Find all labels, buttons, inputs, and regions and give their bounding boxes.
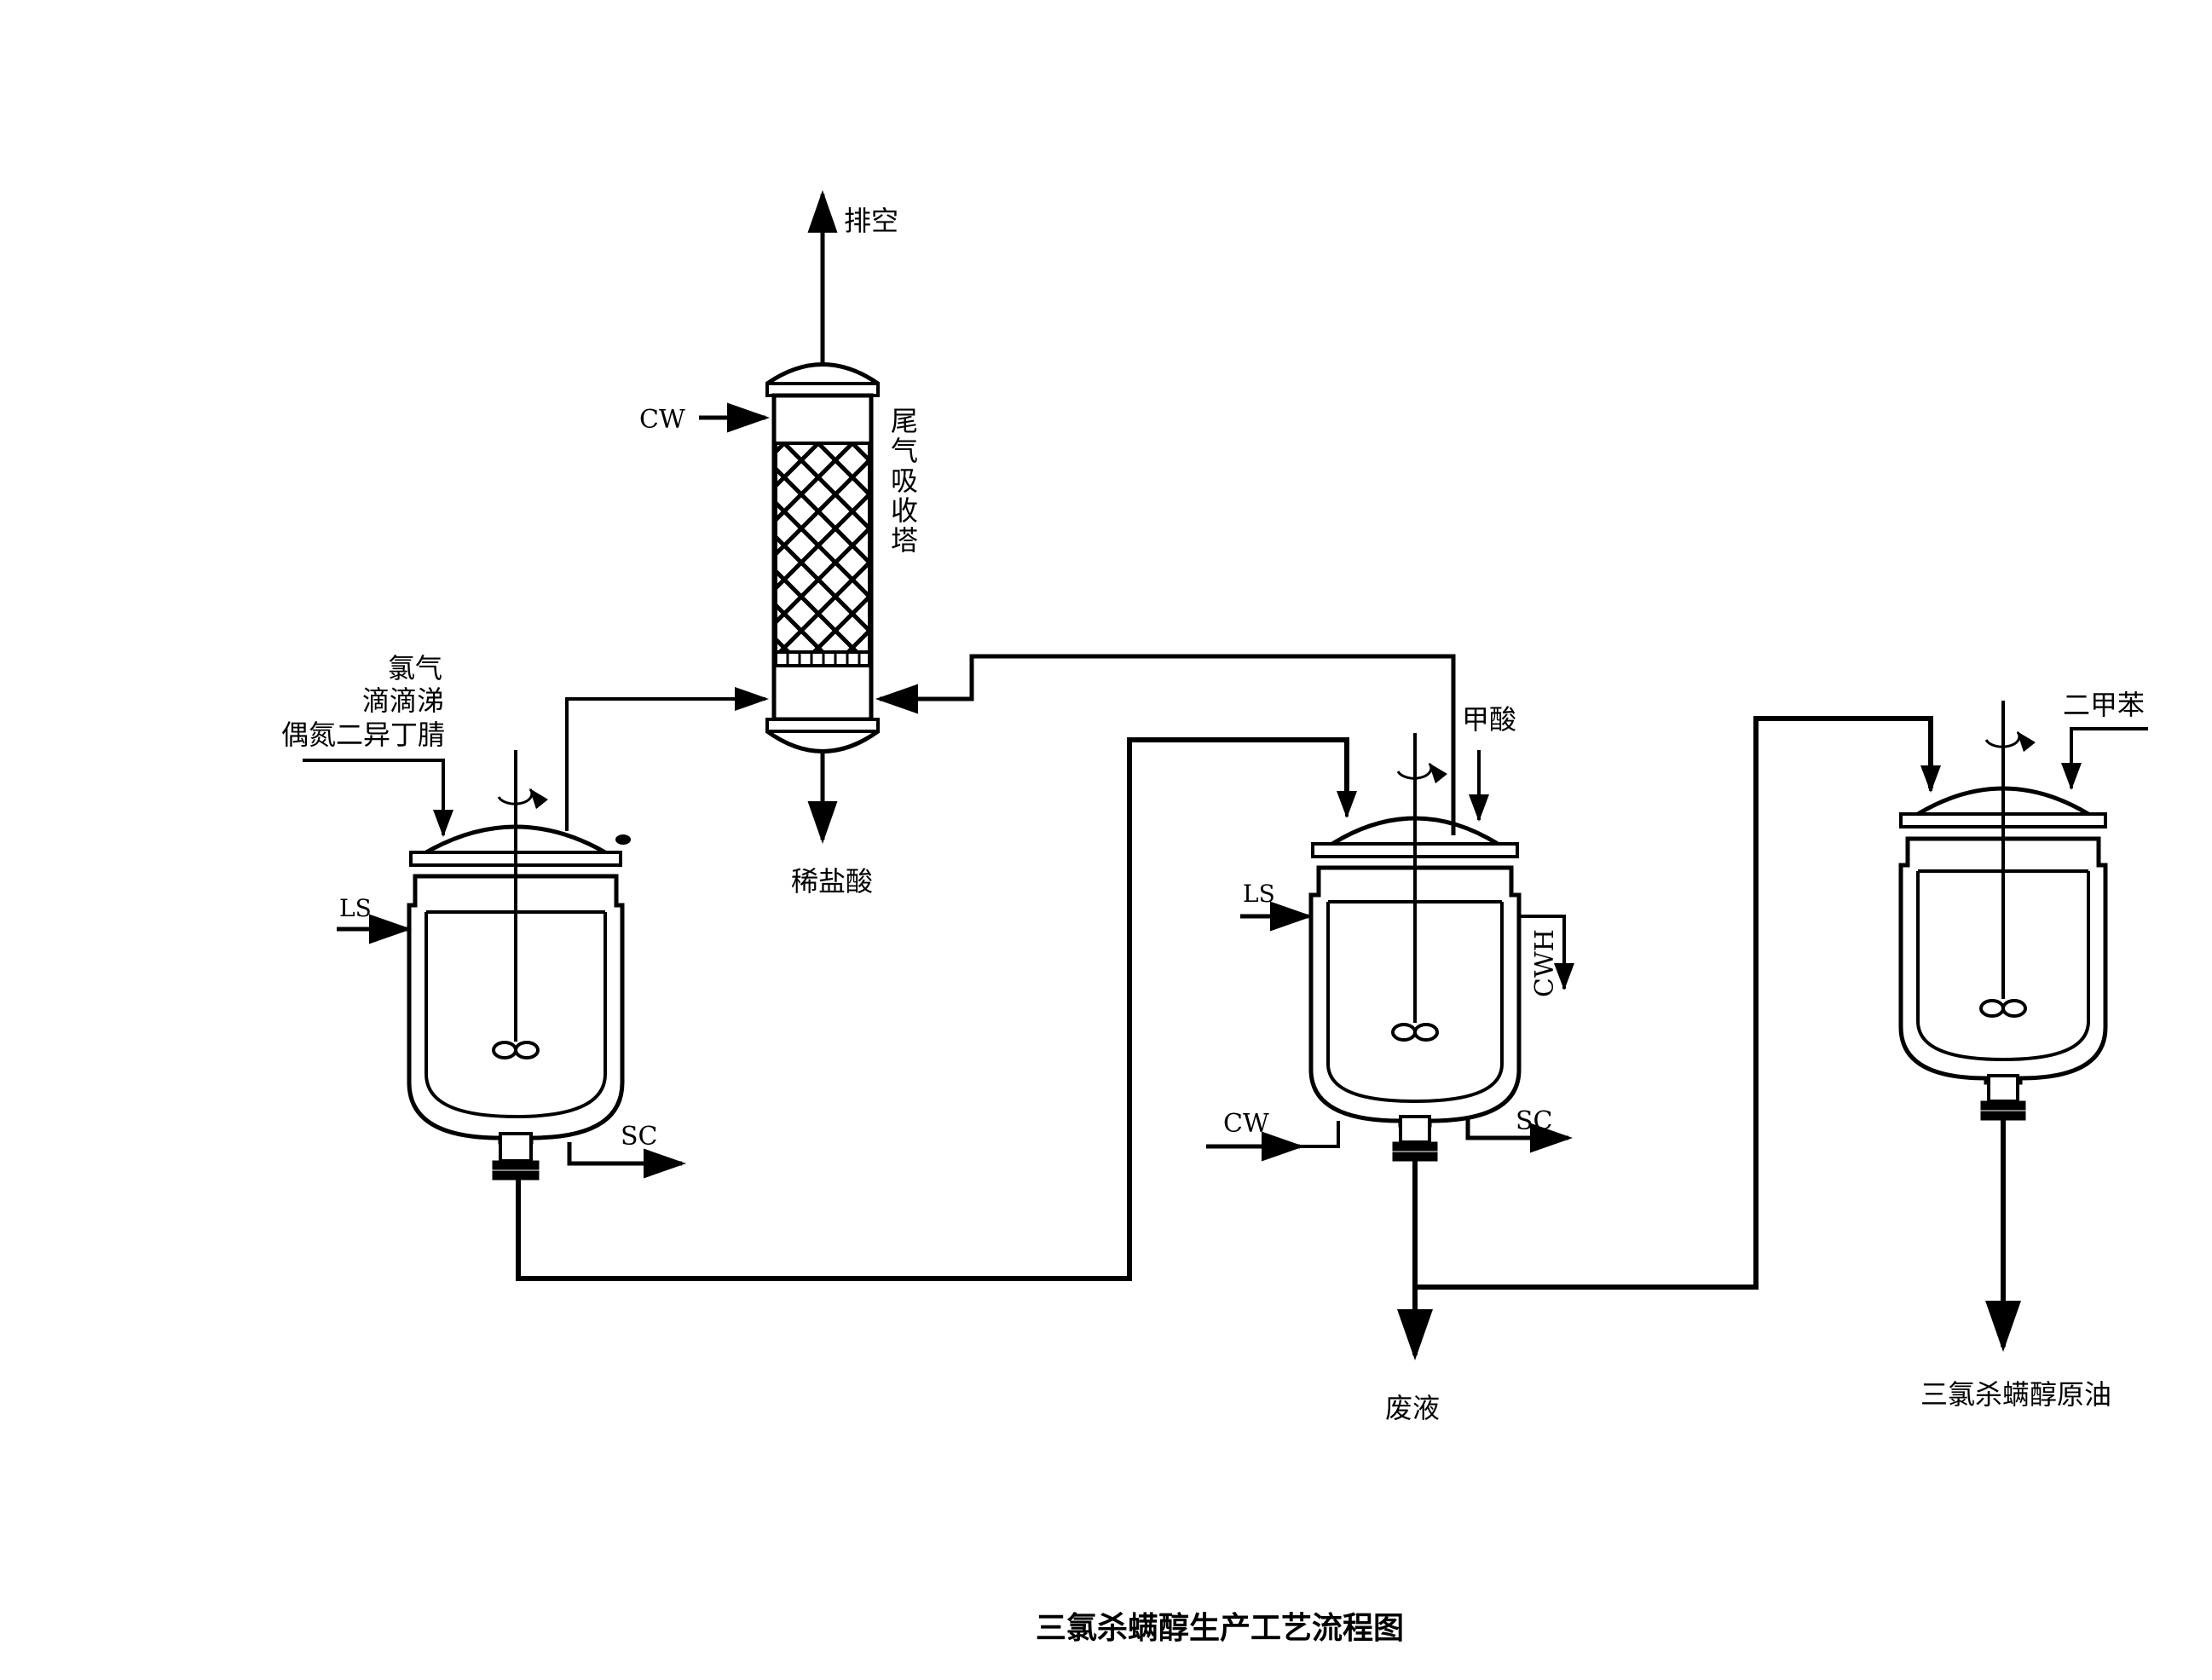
dilute-hcl-label: 稀盐酸 [791,865,873,898]
feed-r1-label-2: 滴滴涕 [362,684,444,717]
waste-label: 废液 [1385,1392,1440,1424]
absorption-tower [765,362,880,753]
r2-cw-label: CW [1223,1109,1269,1139]
absorber-name-3: 吸 [891,465,918,497]
absorber-cw-label: CW [639,405,685,435]
product-label: 三氯杀螨醇原油 [1920,1378,2111,1411]
r2-ls-label: LS [1243,880,1275,908]
xylene-label: 二甲苯 [2063,689,2145,721]
r2-sc-arrow [1465,1117,1573,1153]
r2-sc-label: SC [1516,1106,1553,1136]
agitator-1 [492,750,549,1059]
absorber-name-1: 尾 [891,405,918,437]
absorber-name-2: 气 [891,435,918,467]
r1-offgas-line [565,687,769,831]
blemish-dot [615,834,631,845]
r1-sc-arrow [567,1142,686,1179]
absorber-name-4: 收 [891,494,918,527]
agitator-3 [1979,701,2036,1018]
absorber-name-5: 塔 [891,524,918,557]
r2-to-r3-transfer [1415,716,1933,1290]
r1-to-r2-transfer [516,737,1349,1281]
xylene-feed-line [2061,727,2148,790]
r1-sc-label: SC [621,1122,658,1152]
packing-bed [774,442,871,654]
r2-offgas-line [875,654,1456,835]
agitator-2 [1391,733,1448,1042]
formic-acid-label: 甲酸 [1462,703,1516,736]
r1-feed-line [303,759,453,837]
r2-cwh-label: CWH [1530,929,1560,997]
feed-r1-label-1: 氯气 [388,652,442,684]
r1-ls-label: LS [339,894,372,922]
vent-label: 排空 [844,205,898,237]
diagram-title: 三氯杀螨醇生产工艺流程图 [1036,1610,1404,1646]
feed-r1-label-3: 偶氮二异丁腈 [281,719,445,751]
r2-cwh-arrow [1521,915,1574,990]
